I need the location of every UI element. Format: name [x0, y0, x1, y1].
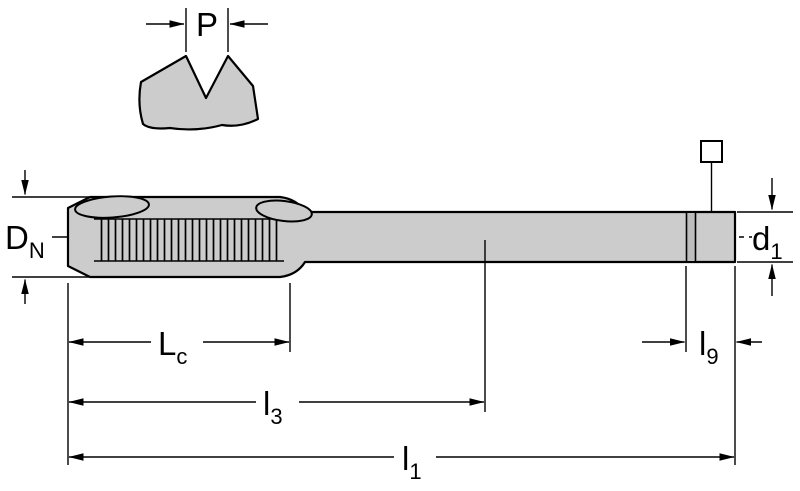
dn-label: DN — [5, 219, 45, 263]
flute-groove-front — [74, 195, 150, 219]
l9-label: l9 — [699, 325, 719, 369]
pitch-label: P — [196, 6, 218, 43]
l1-dimension: l1 — [68, 440, 735, 484]
tap-assembly — [52, 140, 752, 279]
thread-section — [96, 219, 282, 261]
dn-dimension: DN — [5, 170, 89, 304]
d1-dimension: d1 — [737, 178, 793, 296]
thread-profile-detail: P — [138, 6, 268, 131]
flute-groove-rear — [255, 199, 313, 223]
lc-dimension: Lc — [67, 283, 291, 465]
shank-groove — [686, 213, 696, 261]
thread-profile-shape — [138, 54, 260, 131]
l3-label: l3 — [263, 385, 283, 429]
lc-label: Lc — [158, 325, 187, 369]
square-drive-symbol — [700, 140, 723, 163]
d1-label: d1 — [752, 220, 783, 264]
l1-label: l1 — [402, 440, 422, 484]
l9-dimension: l9 — [642, 266, 762, 465]
l3-dimension: l3 — [68, 240, 486, 429]
